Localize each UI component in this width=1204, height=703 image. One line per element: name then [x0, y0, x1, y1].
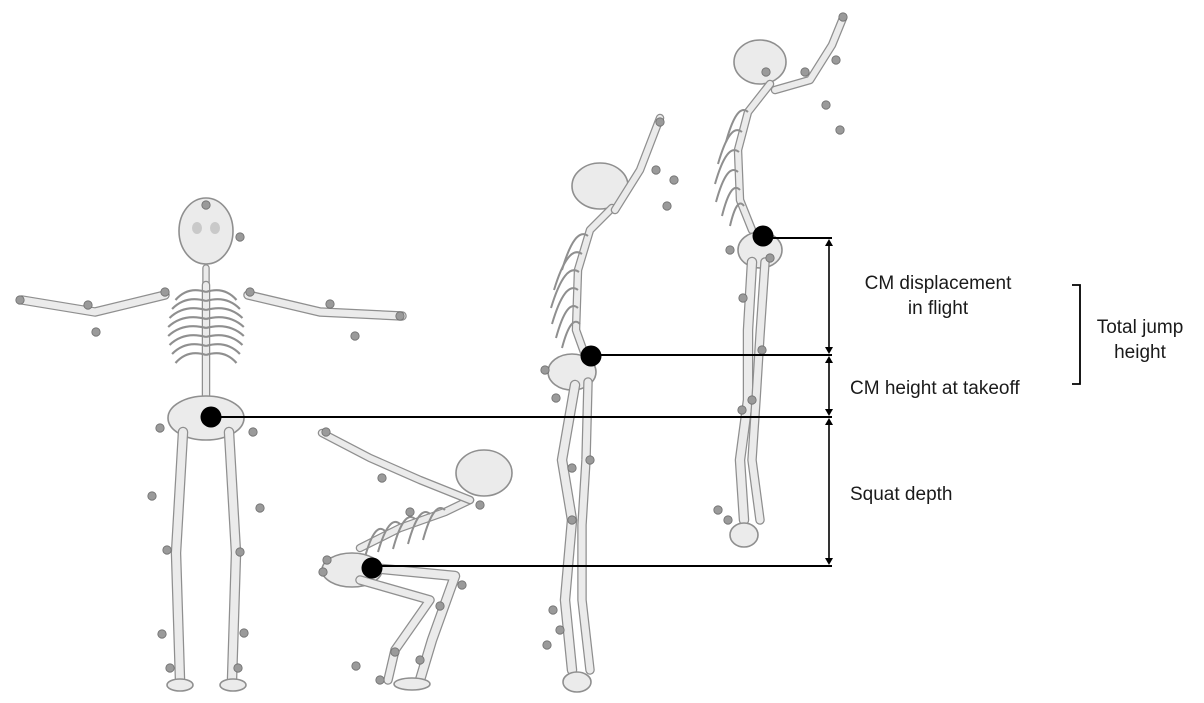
standing-marker-18: [166, 664, 174, 672]
flight-marker-5: [762, 68, 770, 76]
standing-marker-6: [92, 328, 100, 336]
left-foot: [167, 679, 193, 691]
standing-marker-19: [234, 664, 242, 672]
takeoff-marker-11: [543, 641, 551, 649]
total-jump-bracket: [1072, 285, 1080, 384]
takeoff-marker-8: [568, 516, 576, 524]
squat-marker-3: [406, 508, 414, 516]
standing-marker-5: [84, 301, 92, 309]
cm-displacement-label: CM displacement in flight: [842, 271, 1034, 321]
squat-marker-5: [319, 568, 327, 576]
arrow-cm-displacement-head-top: [825, 239, 833, 246]
squat-marker-4: [323, 556, 331, 564]
right-leg: [229, 432, 236, 680]
center-of-mass-2: [362, 558, 383, 579]
takeoff-marker-6: [568, 464, 576, 472]
standing-marker-11: [249, 428, 257, 436]
flight-marker-2: [801, 68, 809, 76]
standing-marker-9: [351, 332, 359, 340]
standing-marker-0: [202, 201, 210, 209]
flight-marker-9: [758, 346, 766, 354]
standing-marker-14: [163, 546, 171, 554]
squat-marker-2: [476, 501, 484, 509]
standing-marker-12: [148, 492, 156, 500]
right-foot: [220, 679, 246, 691]
takeoff-marker-5: [552, 394, 560, 402]
spine-flight: [738, 84, 770, 230]
flight-marker-4: [836, 126, 844, 134]
flight-marker-6: [726, 246, 734, 254]
arrow-cm-height-takeoff-head-bottom: [825, 409, 833, 416]
flight-marker-12: [714, 506, 722, 514]
standing-marker-10: [156, 424, 164, 432]
squat-marker-8: [391, 648, 399, 656]
squat-marker-9: [416, 656, 424, 664]
takeoff-marker-9: [549, 606, 557, 614]
squat-marker-0: [378, 474, 386, 482]
flight-marker-8: [739, 294, 747, 302]
squat-marker-1: [322, 428, 330, 436]
takeoff-marker-4: [541, 366, 549, 374]
flight-marker-7: [766, 254, 774, 262]
markers-layer: [16, 13, 847, 684]
standing-marker-7: [326, 300, 334, 308]
cm-displacement-label-line2: in flight: [842, 296, 1034, 321]
standing-marker-4: [16, 296, 24, 304]
standing-marker-8: [396, 312, 404, 320]
cm-height-takeoff-label: CM height at takeoff: [850, 376, 1020, 401]
standing-marker-1: [236, 233, 244, 241]
left-leg: [176, 432, 183, 680]
total-jump-height-label-line2: height: [1086, 340, 1194, 365]
takeoff-marker-3: [663, 202, 671, 210]
arrow-squat-depth-head-bottom: [825, 558, 833, 565]
arm-takeoff: [615, 118, 660, 210]
total-jump-height-label: Total jump height: [1086, 315, 1194, 365]
eye-socket-left: [192, 222, 202, 234]
squat-marker-7: [436, 602, 444, 610]
takeoff-marker-0: [656, 118, 664, 126]
flight-marker-0: [839, 13, 847, 21]
flight-marker-13: [724, 516, 732, 524]
arrow-cm-height-takeoff-head-top: [825, 356, 833, 363]
takeoff-marker-1: [652, 166, 660, 174]
standing-marker-13: [256, 504, 264, 512]
standing-marker-17: [240, 629, 248, 637]
standing-marker-2: [161, 288, 169, 296]
standing-marker-3: [246, 288, 254, 296]
arm-flight: [775, 18, 843, 90]
skull-squat: [456, 450, 512, 496]
eye-socket-right: [210, 222, 220, 234]
foot-takeoff: [563, 672, 591, 692]
arrow-squat-depth-head-top: [825, 418, 833, 425]
flight-marker-10: [748, 396, 756, 404]
flight-marker-11: [738, 406, 746, 414]
squat-marker-10: [352, 662, 360, 670]
skeleton-takeoff: [548, 118, 660, 692]
flight-marker-3: [822, 101, 830, 109]
takeoff-marker-7: [586, 456, 594, 464]
standing-marker-15: [236, 548, 244, 556]
skull-flight: [734, 40, 786, 84]
leg-takeoff: [562, 385, 575, 670]
skeleton-squat: [322, 433, 512, 690]
left-arm: [22, 295, 165, 312]
squat-marker-11: [376, 676, 384, 684]
right-arm: [248, 295, 402, 316]
foot-squat: [394, 678, 430, 690]
center-of-mass-4: [753, 226, 774, 247]
total-jump-height-label-line1: Total jump: [1086, 315, 1194, 340]
foot-flight: [730, 523, 758, 547]
cm-displacement-label-line1: CM displacement: [842, 271, 1034, 296]
standing-marker-16: [158, 630, 166, 638]
arm-squat: [322, 433, 470, 500]
takeoff-marker-2: [670, 176, 678, 184]
skeleton-flight: [715, 18, 843, 547]
flight-marker-1: [832, 56, 840, 64]
takeoff-marker-10: [556, 626, 564, 634]
arrow-cm-displacement-head-bottom: [825, 347, 833, 354]
squat-marker-6: [458, 581, 466, 589]
squat-depth-label: Squat depth: [850, 482, 952, 507]
